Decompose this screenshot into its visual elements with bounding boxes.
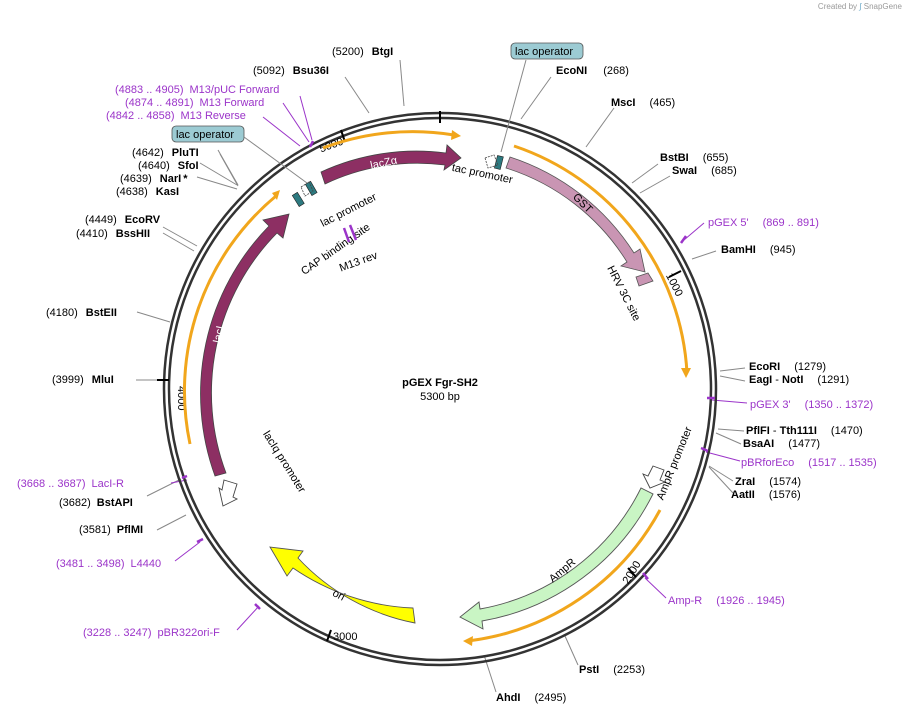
lac-operator-left-leader [243,136,308,184]
primer-pgex3: pGEX 3'(1350 .. 1372) [750,399,873,411]
site-bstbi: BstBI(655) [660,152,728,164]
laciq-promoter-arrow [218,479,239,507]
primer-m13puc: (4883 .. 4905)M13/pUC Forward [115,84,279,96]
site-bsteii: (4180)BstEII [46,307,117,319]
lac-promoter-label: lac promoter [319,191,379,230]
ampr-promoter-label: AmpR promoter [655,425,695,502]
lac-operator-mark-left [304,180,318,196]
site-bsaai: BsaAI(1477) [743,438,820,450]
laciq-promoter-label: lacIq promoter [260,429,308,495]
primer-pbr322: (3228 .. 3247)pBR322ori-F [83,627,220,639]
site-ecorv: (4449)EcoRV [85,214,161,226]
ori-label: ori [330,587,346,603]
ori-feature [269,546,416,624]
lac-operator-badge-left: lac operator [171,125,245,143]
tick-label-3000: 3000 [333,631,357,643]
lac-operator-mark-right [494,155,504,170]
site-pfimi: (3581)PflMI [79,524,143,536]
hrv-site [635,272,654,287]
ampr-promoter-arrow [642,465,667,489]
site-sfoi: (4640)SfoI [138,160,199,172]
site-kasi: (4638)KasI [116,186,179,198]
site-bsu36i: (5092)Bsu36I [253,65,329,77]
primer-ampr: Amp-R(1926 .. 1945) [668,595,785,607]
site-bstapi: (3682)BstAPI [59,497,133,509]
site-bsshii: (4410)BssHII [76,228,150,240]
site-pluti: (4642)PluTI [132,147,199,159]
site-bamhi: BamHI(945) [721,244,796,256]
site-eagi-noti: EagI - NotI(1291) [749,374,849,386]
leader-lines [136,59,746,693]
lac-operator-badge-top: lac operator [510,42,584,60]
tac-promoter-label: tac promoter [451,162,514,187]
site-msci: MscI(465) [611,97,675,109]
lac-promoter-arrow [300,181,314,197]
backbone-outer [162,111,718,667]
primer-laci: (3668 .. 3687)LacI-R [17,478,124,490]
orf-heads [272,130,691,646]
lac-promoter-mark [291,191,305,207]
primer-m13f: (4874 .. 4891)M13 Forward [125,97,264,109]
site-aatii: AatII(1576) [731,489,801,501]
lacza-feature [320,144,462,185]
laci-feature [200,213,290,477]
lac-operator-top-leader [500,59,527,153]
lacza-label: lacZα [369,154,399,172]
site-econi: EcoNI(268) [556,65,629,77]
plasmid-size: 5300 bp [420,391,460,403]
gst-feature [505,156,646,273]
hrv-label: HRV 3C site [604,264,642,323]
svg-text:lac operator: lac operator [176,129,234,141]
laci-label: lacI [212,325,227,344]
snapgene-credit: Created by ∫ SnapGene [817,2,902,11]
primer-pgex5: pGEX 5'(869 .. 891) [708,217,819,229]
m13rev-primer [342,224,358,243]
plasmid-name: pGEX Fgr-SH2 [402,377,478,389]
site-nari: (4639)NarI* [120,173,188,185]
tac-promoter-arrow [484,154,499,169]
position-ticks [157,129,682,642]
site-btgi: (5200)BtgI [332,46,393,58]
primer-m13r: (4842 .. 4858)M13 Reverse [106,110,246,122]
primer-marks [181,140,715,610]
primer-pbrforeco: pBRforEco(1517 .. 1535) [741,457,877,469]
ampr-feature [459,487,654,630]
site-zrai: ZraI(1574) [735,476,801,488]
site-ecori: EcoRI(1279) [749,361,826,373]
site-pflfi-tth111i: PflFI - Tth111I(1470) [746,425,863,437]
cap-binding-label: CAP binding site [299,221,372,277]
site-swai: SwaI(685) [672,165,737,177]
site-psti: PstI(2253) [579,664,645,676]
orf-arrows [182,130,689,643]
site-ahdi: AhdI(2495) [496,692,566,704]
svg-text:lac operator: lac operator [515,46,573,58]
primer-leaders [170,95,748,631]
site-mlui: (3999)MluI [52,374,114,386]
m13rev-label: M13 rev [338,249,380,274]
primer-l4440: (3481 .. 3498)L4440 [56,558,161,570]
